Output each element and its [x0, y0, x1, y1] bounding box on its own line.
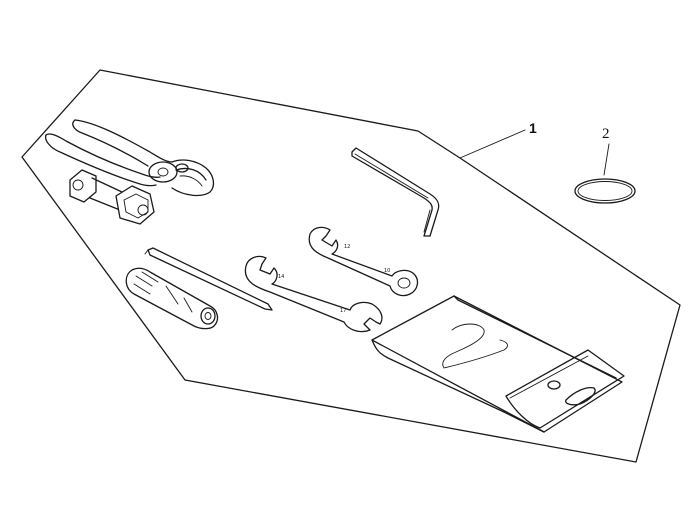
small-wrench-marking-2: 10	[384, 268, 390, 274]
large-wrench-icon: 14 17	[244, 255, 383, 333]
bag-marking-glyph	[442, 323, 508, 369]
large-wrench-marking-2: 17	[340, 308, 346, 314]
tool-kit-outline	[21, 69, 681, 463]
callout-1: 1	[459, 120, 537, 159]
hex-key-icon	[351, 147, 440, 237]
small-wrench-marking: 12	[344, 244, 350, 250]
o-ring-icon	[574, 178, 636, 204]
callout-2: 2	[602, 126, 610, 176]
callout-2-leader	[603, 143, 610, 176]
screwdriver-handle-icon	[125, 267, 219, 330]
callout-1-leader	[459, 129, 526, 159]
small-wrench-icon: 12 10	[308, 226, 419, 297]
large-wrench-marking: 14	[278, 274, 284, 280]
screwdriver-bit-icon	[144, 247, 273, 311]
pliers-icon	[44, 119, 215, 197]
tool-bag-icon: 2	[371, 295, 625, 433]
callout-1-label: 1	[529, 120, 537, 136]
socket-wrench-icon	[69, 169, 155, 225]
callout-2-label: 2	[602, 126, 610, 142]
